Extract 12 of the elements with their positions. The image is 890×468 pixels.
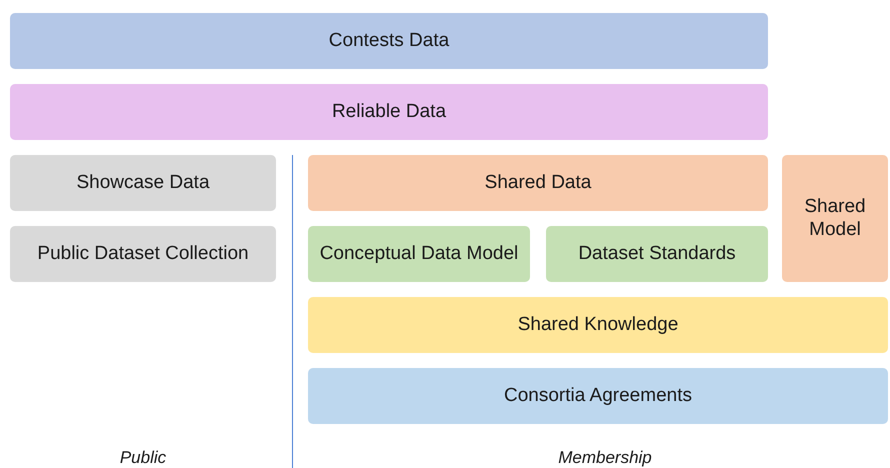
layer-box: Contests Data — [10, 13, 768, 69]
layer-box: Shared Knowledge — [308, 297, 888, 353]
layer-box: Shared Data — [308, 155, 768, 211]
layer-box: Dataset Standards — [546, 226, 768, 282]
layer-box: Reliable Data — [10, 84, 768, 140]
column-label: Public — [120, 448, 166, 468]
layer-box: Consortia Agreements — [308, 368, 888, 424]
layer-box: Shared Model — [782, 155, 888, 282]
column-label: Membership — [558, 448, 652, 468]
layer-box: Public Dataset Collection — [10, 226, 276, 282]
layer-box: Conceptual Data Model — [308, 226, 530, 282]
layer-box: Showcase Data — [10, 155, 276, 211]
